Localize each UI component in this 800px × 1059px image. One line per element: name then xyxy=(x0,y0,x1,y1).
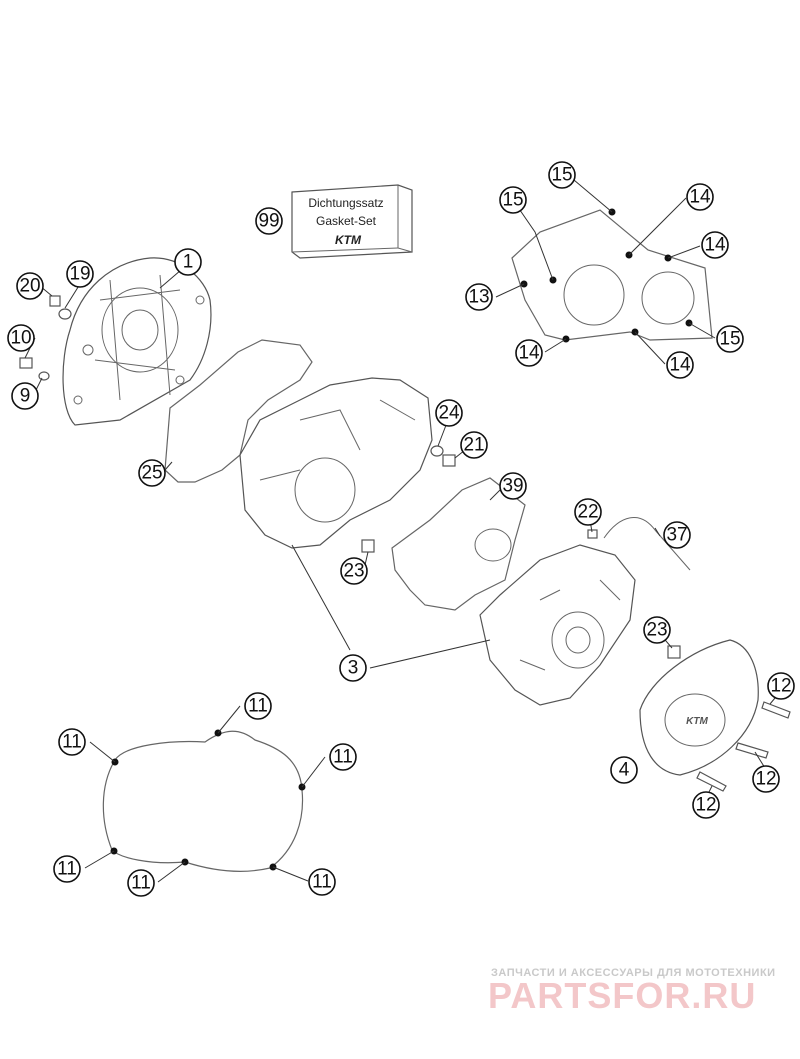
svg-text:1: 1 xyxy=(183,252,194,273)
svg-text:11: 11 xyxy=(312,872,332,893)
left-crankcase xyxy=(239,377,433,549)
callout-19: 19 xyxy=(66,260,94,288)
callout-10: 10 xyxy=(7,324,35,352)
svg-text:14: 14 xyxy=(518,343,540,364)
callout-11-top: 11 xyxy=(244,692,272,720)
callout-11-bottom-left: 11 xyxy=(53,855,81,883)
watermark-brand: PARTSFOR.RU xyxy=(488,975,756,1016)
dowel-pin-right xyxy=(667,645,681,659)
ignition-cover: KTM xyxy=(639,639,759,776)
clutch-cover xyxy=(62,257,212,426)
callout-11-bottom: 11 xyxy=(127,869,155,897)
svg-text:20: 20 xyxy=(19,276,40,297)
svg-text:13: 13 xyxy=(468,287,489,308)
callout-15-left: 15 xyxy=(499,186,527,214)
callout-12-bottom: 12 xyxy=(692,791,720,819)
svg-text:11: 11 xyxy=(62,732,82,753)
callout-13: 13 xyxy=(465,283,493,311)
svg-text:14: 14 xyxy=(704,235,726,256)
drain-screw xyxy=(19,357,50,381)
callout-24: 24 xyxy=(435,399,463,427)
breather-hose xyxy=(603,517,691,571)
bleed-screw xyxy=(587,529,598,539)
svg-text:15: 15 xyxy=(719,329,740,350)
callout-11-bottom-right: 11 xyxy=(308,868,336,896)
svg-text:22: 22 xyxy=(577,502,598,523)
callout-39: 39 xyxy=(499,472,527,500)
callout-99: 99 xyxy=(255,207,283,235)
leader-lines xyxy=(24,174,781,883)
svg-text:10: 10 xyxy=(10,328,31,349)
svg-text:14: 14 xyxy=(669,355,691,376)
svg-text:11: 11 xyxy=(248,696,268,717)
callout-11-top-left: 11 xyxy=(58,728,86,756)
svg-text:37: 37 xyxy=(666,525,687,546)
callout-23-right: 23 xyxy=(643,616,671,644)
callout-37: 37 xyxy=(663,521,691,549)
callout-15-right: 15 xyxy=(716,325,744,353)
svg-text:11: 11 xyxy=(57,859,77,880)
callout-15-top: 15 xyxy=(548,161,576,189)
callout-21: 21 xyxy=(460,431,488,459)
callout-14-bottom: 14 xyxy=(666,351,694,379)
svg-text:39: 39 xyxy=(502,476,523,497)
svg-text:14: 14 xyxy=(689,187,711,208)
callout-14-left: 14 xyxy=(515,339,543,367)
callout-23-left: 23 xyxy=(340,557,368,585)
svg-text:12: 12 xyxy=(695,795,716,816)
svg-text:21: 21 xyxy=(463,435,484,456)
ktm-logo: KTM xyxy=(335,233,362,247)
svg-text:11: 11 xyxy=(333,747,353,768)
crankcase-gasket xyxy=(391,477,526,611)
callout-9: 9 xyxy=(11,382,39,410)
watermark-tagline: ЗАПЧАСТИ И АКСЕССУАРЫ ДЛЯ МОТОТЕХНИКИ xyxy=(491,967,776,979)
svg-text:23: 23 xyxy=(343,561,364,582)
callout-14-right: 14 xyxy=(701,231,729,259)
svg-text:3: 3 xyxy=(348,658,359,679)
svg-text:19: 19 xyxy=(69,264,90,285)
plug-screw xyxy=(49,295,72,320)
svg-text:KTM: KTM xyxy=(686,716,708,727)
svg-text:12: 12 xyxy=(755,769,776,790)
svg-text:15: 15 xyxy=(502,190,523,211)
callout-4: 4 xyxy=(610,756,638,784)
dowel-pin-left xyxy=(361,539,375,553)
gasket-kit-box: Dichtungssatz Gasket-Set KTM xyxy=(291,184,413,259)
svg-text:23: 23 xyxy=(646,620,667,641)
svg-text:25: 25 xyxy=(141,463,162,484)
outer-cover-gasket xyxy=(102,729,306,872)
watermark: ЗАПЧАСТИ И АКСЕССУАРЫ ДЛЯ МОТОТЕХНИКИ PA… xyxy=(488,967,776,1016)
cylinder-gasket-set xyxy=(511,208,713,343)
callout-3: 3 xyxy=(339,654,367,682)
callout-1: 1 xyxy=(174,248,202,276)
right-crankcase xyxy=(479,544,636,706)
callout-12-top: 12 xyxy=(767,672,795,700)
svg-text:9: 9 xyxy=(20,386,31,407)
right-side-hardware xyxy=(430,445,456,467)
callout-25: 25 xyxy=(138,459,166,487)
kit-box-line2: Gasket-Set xyxy=(316,214,377,228)
svg-text:99: 99 xyxy=(258,211,279,232)
callout-20: 20 xyxy=(16,272,44,300)
callout-14-top: 14 xyxy=(686,183,714,211)
ignition-cover-screws xyxy=(696,701,791,792)
svg-text:4: 4 xyxy=(619,760,630,781)
callout-11-right: 11 xyxy=(329,743,357,771)
svg-text:12: 12 xyxy=(770,676,791,697)
clutch-cover-gasket xyxy=(164,339,313,483)
callout-12-middle: 12 xyxy=(752,765,780,793)
svg-text:15: 15 xyxy=(551,165,572,186)
svg-text:24: 24 xyxy=(438,403,460,424)
kit-box-line1: Dichtungssatz xyxy=(308,196,383,210)
callout-22: 22 xyxy=(574,498,602,526)
svg-text:11: 11 xyxy=(131,873,151,894)
